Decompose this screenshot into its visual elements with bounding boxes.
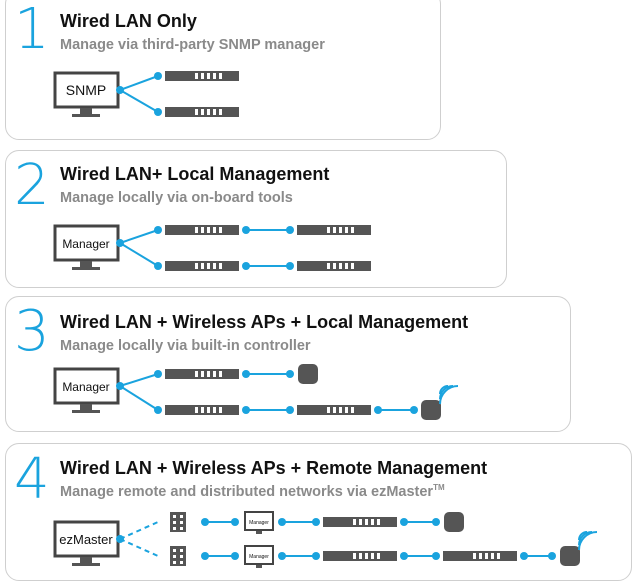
switch-icon: [297, 225, 371, 235]
switch-icon: [443, 551, 517, 561]
monitor-label: ezMaster: [59, 532, 113, 547]
monitor-label: Manager: [62, 380, 109, 394]
access-point-icon: [298, 364, 318, 384]
small-monitor-label: Manager: [249, 520, 269, 526]
monitor-icon: ezMaster: [53, 520, 120, 566]
switch-icon: [165, 107, 239, 117]
scenario-4-diagram: ezMaster Manager Manager: [53, 511, 598, 568]
access-point-icon: [421, 400, 441, 420]
switch-icon: [165, 71, 239, 81]
switch-icon: [165, 405, 239, 415]
small-monitor-icon: Manager: [244, 511, 274, 534]
scenario-2-number: 2: [14, 153, 50, 218]
scenario-4-number: 4: [14, 447, 50, 512]
monitor-icon: Manager: [53, 367, 120, 413]
scenario-1-title: Wired LAN Only: [60, 11, 197, 31]
small-monitor-icon: Manager: [244, 545, 274, 568]
scenario-3-diagram: Manager: [53, 364, 459, 420]
scenario-3-number: 3: [14, 299, 50, 364]
scenario-2-title: Wired LAN+ Local Management: [60, 164, 330, 184]
building-icon: [170, 512, 186, 532]
wifi-icon: [439, 385, 459, 405]
monitor-label: SNMP: [66, 82, 106, 98]
switch-icon: [165, 369, 239, 379]
scenario-2-diagram: Manager: [53, 224, 371, 271]
monitor-label: Manager: [62, 237, 109, 251]
scenario-3-subtitle: Manage locally via built-in controller: [60, 338, 311, 354]
scenario-4-subtitle: Manage remote and distributed networks v…: [60, 483, 434, 500]
switch-icon: [323, 517, 397, 527]
access-point-icon: [560, 546, 580, 566]
switch-icon: [297, 261, 371, 271]
scenario-4-subtitle-wrap: Manage remote and distributed networks v…: [60, 483, 445, 500]
scenario-2-subtitle: Manage locally via on-board tools: [60, 190, 293, 206]
scenario-1-diagram: SNMP: [53, 71, 239, 117]
monitor-icon: SNMP: [53, 71, 120, 117]
switch-icon: [323, 551, 397, 561]
trademark-mark: TM: [433, 483, 445, 492]
monitor-icon: Manager: [53, 224, 120, 270]
small-monitor-label: Manager: [249, 554, 269, 560]
switch-icon: [165, 261, 239, 271]
scenario-3-title: Wired LAN + Wireless APs + Local Managem…: [60, 312, 469, 332]
switch-icon: [297, 405, 371, 415]
switch-icon: [165, 225, 239, 235]
wifi-icon: [578, 531, 598, 551]
scenario-1-number: 1: [14, 0, 50, 62]
building-icon: [170, 546, 186, 566]
scenario-1-subtitle: Manage via third-party SNMP manager: [60, 37, 325, 53]
scenario-4-title: Wired LAN + Wireless APs + Remote Manage…: [60, 458, 488, 478]
access-point-icon: [444, 512, 464, 532]
